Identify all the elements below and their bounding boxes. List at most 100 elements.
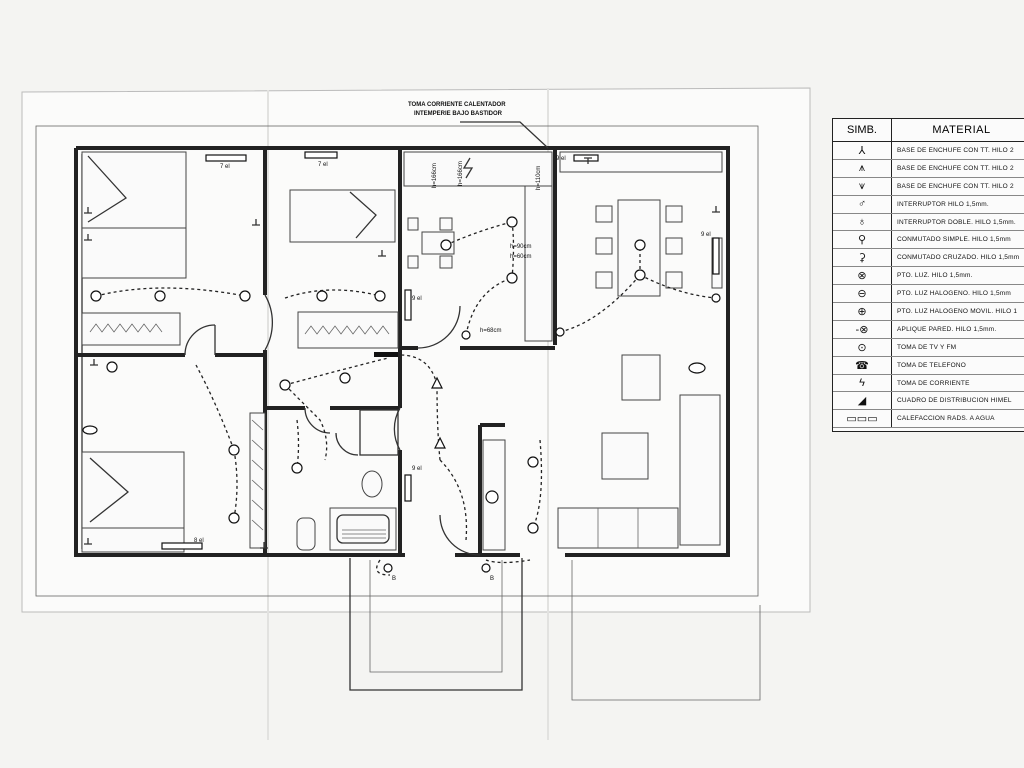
wall-light-icon: -⊗ — [833, 320, 892, 338]
ceiling-light-icon — [634, 239, 646, 251]
legend-row-label: INTERRUPTOR HILO 1,5mm. — [897, 200, 989, 208]
radiator-label: 9 el — [556, 156, 566, 162]
height-label: h=68cm — [480, 328, 502, 334]
exterior-walls — [74, 146, 730, 557]
ceiling-light-icon — [506, 216, 518, 228]
legend-row: ⩛BASE DE ENCHUFE CON TT. HILO 2 — [833, 177, 1024, 196]
ceiling-light-icon — [506, 272, 518, 284]
annotation-line-2: INTEMPERIE BAJO BASTIDOR — [414, 111, 503, 117]
legend-row-label: CUADRO DE DISTRIBUCION HIMEL — [897, 397, 1012, 405]
halogen-light-icon — [485, 490, 499, 504]
legend-row: ♁ INTERRUPTOR DOBLE. HILO 1,5mm. — [833, 213, 1024, 232]
radiator-label: 9 el — [412, 466, 422, 472]
tv-outlet-icon — [106, 361, 118, 373]
legend-row: ⚳CONMUTADO CRUZADO. HILO 1,5mm — [833, 249, 1024, 268]
tv-outlet-icon: ⊙ — [833, 338, 892, 356]
radiators — [161, 151, 720, 550]
wall-light-icon — [711, 293, 721, 303]
legend-row-label: CONMUTADO CRUZADO. HILO 1,5mm — [897, 254, 1020, 262]
legend-row-label: PTO. LUZ HALOGENO MOVIL. HILO 1 — [897, 307, 1018, 315]
wall-light-icon — [481, 563, 491, 573]
legend-row-label: PTO. LUZ. HILO 1,5mm. — [897, 272, 973, 280]
legend-row-label: BASE DE ENCHUFE CON TT. HILO 2 — [897, 182, 1014, 190]
ceiling-light-icon — [374, 290, 386, 302]
wall-light-icon — [383, 563, 393, 573]
socket-earth-icon: ⅄ — [833, 142, 892, 159]
interior-walls — [76, 148, 557, 555]
phone-outlet-icon — [82, 425, 98, 435]
socket-symbols — [84, 157, 720, 549]
legend-rows: ⅄ BASE DE ENCHUFE CON TT. HILO 2 ⩚ BASE DE … — [833, 142, 1024, 429]
legend-row-label: CONMUTADO SIMPLE. HILO 1,5mm — [897, 236, 1011, 244]
switch-icon: ♂ — [833, 195, 892, 213]
ceiling-light-icon — [228, 512, 240, 524]
ceiling-light-icon — [90, 290, 102, 302]
point-label: B — [490, 576, 494, 582]
radiator-label: 8 el — [194, 538, 204, 544]
height-labels: h=166cm h=166cm h=110cm h=90cm h=60cm h=… — [432, 161, 542, 334]
legend-row-label: TOMA DE CORRIENTE — [897, 379, 970, 387]
halogen-light-icon: ⊖ — [833, 285, 892, 303]
phone-outlet-icon — [688, 362, 706, 374]
ceiling-light-icon — [228, 444, 240, 456]
switch-icon — [555, 327, 565, 337]
halogen-mobile-light-icon: ⊕ — [833, 303, 892, 320]
radiator-labels: 7 el 7 el 9 el 9 el 8 el 9 el 9 el — [194, 156, 711, 544]
legend-row: ⚲ CONMUTADO SIMPLE. HILO 1,5mm — [833, 231, 1024, 250]
ceiling-light-icon: ⊗ — [833, 267, 892, 285]
legend-row-label: APLIQUE PARED. HILO 1,5mm. — [897, 325, 997, 333]
door-swings — [184, 294, 481, 556]
wiring-circuits — [95, 221, 717, 576]
height-label: h=166cm — [432, 163, 438, 188]
legend-row-label: BASE DE ENCHUFE CON TT. HILO 2 — [897, 164, 1014, 172]
light-points — [82, 157, 721, 573]
ceiling-light-icon — [279, 379, 291, 391]
legend-row: ⊖ PTO. LUZ HALOGENO. HILO 1,5mm — [833, 285, 1024, 304]
legend-row: ▭▭▭ CALEFACCION RADS. A AGUA — [833, 410, 1024, 429]
double-switch-icon: ♁ — [833, 213, 892, 231]
annotation: TOMA CORRIENTE CALENTADOR INTEMPERIE BAJ… — [408, 102, 506, 117]
legend-row-label: INTERRUPTOR DOBLE. HILO 1,5mm. — [897, 218, 1016, 226]
radiator-label: 9 el — [701, 232, 711, 238]
ceiling-light-icon — [527, 522, 539, 534]
height-label: h=166cm — [458, 161, 464, 186]
radiator-label: 7 el — [220, 164, 230, 170]
legend-material-header: MATERIAL — [932, 124, 991, 136]
legend-row: ⩚ BASE DE ENCHUFE CON TT. HILO 2 — [833, 159, 1024, 178]
point-labels: B B — [392, 576, 494, 582]
legend-row: ◢ CUADRO DE DISTRIBUCION HIMEL — [833, 392, 1024, 411]
ceiling-light-icon — [316, 290, 328, 302]
symbol-legend: SIMB. MATERIAL ⅄ BASE DE ENCHUFE CON TT. … — [832, 118, 1024, 432]
ceiling-light-icon — [291, 462, 303, 474]
legend-row-label: BASE DE ENCHUFE CON TT. HILO 2 — [897, 146, 1014, 154]
two-way-switch-icon: ⚲ — [833, 231, 892, 249]
switch-icon — [461, 330, 471, 340]
socket-earth-double-icon: ⩚ — [833, 159, 892, 177]
height-label: h=90cm — [510, 244, 532, 250]
bedroom-1-furniture — [81, 151, 187, 346]
distribution-board-icon: ◢ — [833, 392, 892, 410]
annotation-leader — [460, 121, 549, 149]
distribution-board-icon — [374, 352, 398, 357]
radiator-icon: ▭▭▭ — [833, 410, 892, 428]
ceiling-light-icon — [154, 290, 166, 302]
bedroom-2-furniture — [289, 189, 399, 349]
legend-symbol-header: SIMB. — [833, 119, 892, 141]
terrace — [349, 558, 761, 701]
legend-row: ⊗ PTO. LUZ. HILO 1,5mm. — [833, 267, 1024, 286]
radiator-label: 7 el — [318, 162, 328, 168]
legend-row-label: PTO. LUZ HALOGENO. HILO 1,5mm — [897, 290, 1012, 298]
bedroom-3-furniture — [81, 412, 266, 553]
legend-row: ⅄ BASE DE ENCHUFE CON TT. HILO 2 — [833, 142, 1024, 160]
legend-row-label: TOMA DE TELEFONO — [897, 361, 967, 369]
kitchen-furniture — [403, 151, 553, 342]
legend-row: ⊙TOMA DE TV Y FM — [833, 338, 1024, 357]
legend-header: SIMB. MATERIAL — [833, 119, 1024, 142]
living-room-furniture — [557, 151, 723, 549]
power-outlet-icon — [462, 157, 474, 179]
legend-row: ☎TOMA DE TELEFONO — [833, 356, 1024, 375]
socket-icon — [431, 376, 443, 389]
legend-row-label: CALEFACCION RADS. A AGUA — [897, 415, 995, 423]
annotation-line-1: TOMA CORRIENTE CALENTADOR — [408, 102, 506, 108]
